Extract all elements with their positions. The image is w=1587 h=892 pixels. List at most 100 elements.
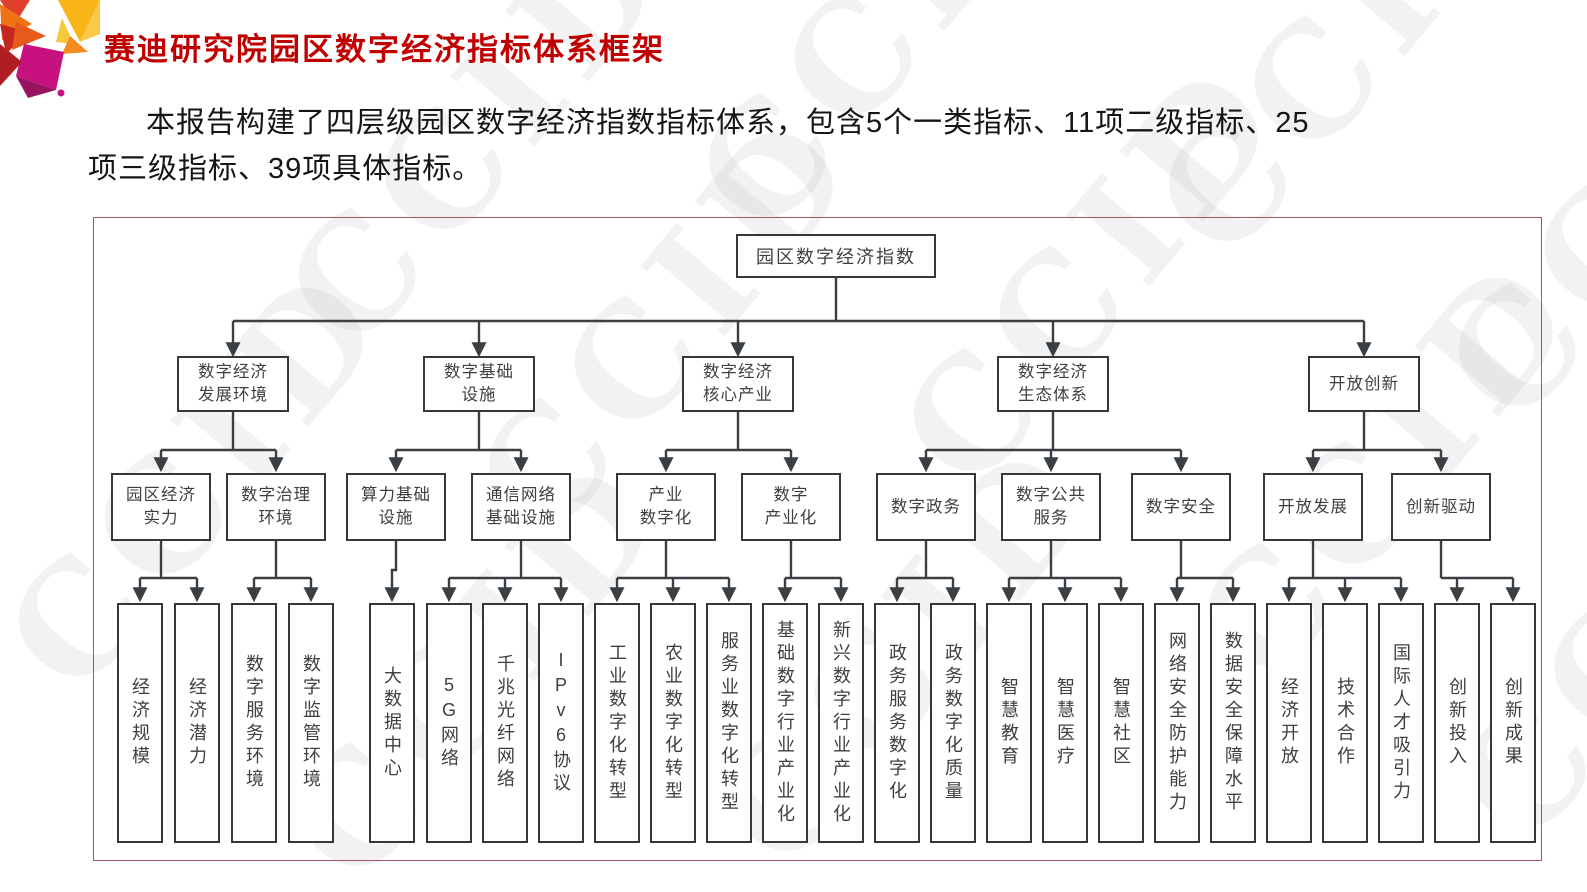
node-label: 园区经济 xyxy=(126,486,196,505)
node-label: 基础数字行业产业化 xyxy=(775,619,795,827)
node-label: 千兆光纤网络 xyxy=(495,654,515,792)
tree-node-l2: 通信网络 基础设施 xyxy=(471,473,571,541)
tree-node-l3: 服务业数字化转型 xyxy=(706,603,752,843)
node-label: 智慧医疗 xyxy=(1055,677,1075,769)
tree-node-l3: 农业数字化转型 xyxy=(650,603,696,843)
node-label: 数字公共 xyxy=(1016,486,1086,505)
node-label: 网络安全防护能力 xyxy=(1167,631,1187,815)
indicator-framework-diagram: 园区数字经济指数 数字经济 发展环境 数字基础 设施 数字经济 核心产业 数字经… xyxy=(93,217,1542,861)
tree-node-l3: 网络安全防护能力 xyxy=(1154,603,1200,843)
node-label: 大数据中心 xyxy=(382,665,402,781)
node-label: 技术合作 xyxy=(1335,677,1355,769)
node-label: 创新驱动 xyxy=(1406,497,1476,516)
page-title: 赛迪研究院园区数字经济指标体系框架 xyxy=(104,32,665,67)
tree-node-l2: 算力基础 设施 xyxy=(346,473,446,541)
tree-node-l3: 工业数字化转型 xyxy=(594,603,640,843)
tree-node-l2: 数字 产业化 xyxy=(741,473,841,541)
tree-node-l3: 数字监管环境 xyxy=(288,603,334,843)
tree-node-l2: 开放发展 xyxy=(1263,473,1363,541)
tree-node-l3: 5G网络 xyxy=(426,603,472,843)
tree-node-l3: 政务服务数字化 xyxy=(874,603,920,843)
tree-node-l3: 经济规模 xyxy=(117,603,163,843)
node-label: 开放创新 xyxy=(1329,374,1399,393)
tree-node-l3: 政务数字化质量 xyxy=(930,603,976,843)
tree-node-l3: 创新投入 xyxy=(1434,603,1480,843)
node-label: 通信网络 xyxy=(486,486,556,505)
tree-node-l1: 数字基础 设施 xyxy=(423,356,535,412)
node-label: 数字治理 xyxy=(241,486,311,505)
node-label: 智慧社区 xyxy=(1111,677,1131,769)
node-label: 服务业数字化转型 xyxy=(719,631,739,815)
node-label: 产业 xyxy=(648,486,684,505)
tree-node-l1: 数字经济 核心产业 xyxy=(682,356,794,412)
tree-node-l3: 技术合作 xyxy=(1322,603,1368,843)
tree-node-l2: 产业 数字化 xyxy=(616,473,716,541)
node-label: 核心产业 xyxy=(703,386,773,404)
tree-node-l3: 创新成果 xyxy=(1490,603,1536,843)
node-label: 数字经济 xyxy=(703,363,773,382)
tree-node-l1: 数字经济 生态体系 xyxy=(997,356,1109,412)
tree-node-l3: 大数据中心 xyxy=(369,603,415,843)
tree-node-l2: 园区经济 实力 xyxy=(111,473,211,541)
node-label: 发展环境 xyxy=(198,386,268,404)
node-label: 政务服务数字化 xyxy=(887,642,907,804)
node-label: 数字安全 xyxy=(1146,497,1216,516)
tree-node-l3: 智慧教育 xyxy=(986,603,1032,843)
tree-node-root: 园区数字经济指数 xyxy=(736,234,936,278)
node-label: IPv6协议 xyxy=(551,650,571,796)
node-label: 实力 xyxy=(143,509,179,527)
node-label: 算力基础 xyxy=(361,486,431,505)
intro-line-1: 本报告构建了四层级园区数字经济指数指标体系，包含5个一类指标、11项二级指标、2… xyxy=(146,107,1310,139)
node-label: 产业化 xyxy=(764,509,818,527)
intro-line-2: 项三级指标、39项具体指标。 xyxy=(88,153,483,186)
intro-paragraph: 本报告构建了四层级园区数字经济指数指标体系，包含5个一类指标、11项二级指标、2… xyxy=(88,100,1518,193)
node-label: 环境 xyxy=(258,509,294,527)
tree-node-l3: 智慧社区 xyxy=(1098,603,1144,843)
tree-node-l2: 数字安全 xyxy=(1131,473,1231,541)
tree-node-l3: IPv6协议 xyxy=(538,603,584,843)
ccid-logo xyxy=(0,0,100,98)
tree-node-l3: 新兴数字行业产业化 xyxy=(818,603,864,843)
tree-node-l3: 基础数字行业产业化 xyxy=(762,603,808,843)
tree-node-l2: 数字政务 xyxy=(876,473,976,541)
node-label: 国际人才吸引力 xyxy=(1391,642,1411,804)
node-label: 智慧教育 xyxy=(999,677,1019,769)
tree-node-l3: 智慧医疗 xyxy=(1042,603,1088,843)
tree-node-l1: 开放创新 xyxy=(1308,356,1420,412)
node-label: 数字基础 xyxy=(444,363,514,382)
node-label: 农业数字化转型 xyxy=(663,642,683,804)
node-label: 开放发展 xyxy=(1278,497,1348,516)
node-label: 工业数字化转型 xyxy=(607,642,627,804)
tree-node-l1: 数字经济 发展环境 xyxy=(177,356,289,412)
node-label: 政务数字化质量 xyxy=(943,642,963,804)
node-label: 数字 xyxy=(773,486,809,505)
node-label: 服务 xyxy=(1033,509,1069,527)
node-label: 5G网络 xyxy=(439,675,459,771)
node-label: 生态体系 xyxy=(1018,386,1088,404)
node-label: 经济开放 xyxy=(1279,677,1299,769)
node-label: 数据安全保障水平 xyxy=(1223,631,1243,815)
node-label: 设施 xyxy=(461,386,497,404)
node-label: 数字监管环境 xyxy=(301,654,321,792)
node-label: 数字经济 xyxy=(1018,363,1088,382)
tree-node-l3: 数字服务环境 xyxy=(231,603,277,843)
node-label: 创新投入 xyxy=(1447,677,1467,769)
tree-node-l3: 数据安全保障水平 xyxy=(1210,603,1256,843)
tree-node-l3: 国际人才吸引力 xyxy=(1378,603,1424,843)
node-label: 基础设施 xyxy=(486,509,556,527)
node-label: 数字政务 xyxy=(891,497,961,516)
node-label: 经济潜力 xyxy=(187,677,207,769)
node-label: 设施 xyxy=(378,509,414,527)
tree-node-l2: 数字公共 服务 xyxy=(1001,473,1101,541)
tree-node-l3: 经济开放 xyxy=(1266,603,1312,843)
node-label: 数字化 xyxy=(639,509,693,527)
connector-lines xyxy=(132,278,1521,603)
node-label: 经济规模 xyxy=(130,677,150,769)
node-label: 新兴数字行业产业化 xyxy=(831,619,851,827)
tree-node-l3: 经济潜力 xyxy=(174,603,220,843)
node-label: 创新成果 xyxy=(1503,677,1523,769)
node-label: 数字经济 xyxy=(198,363,268,382)
tree-node-l2: 创新驱动 xyxy=(1391,473,1491,541)
node-label: 数字服务环境 xyxy=(244,654,264,792)
